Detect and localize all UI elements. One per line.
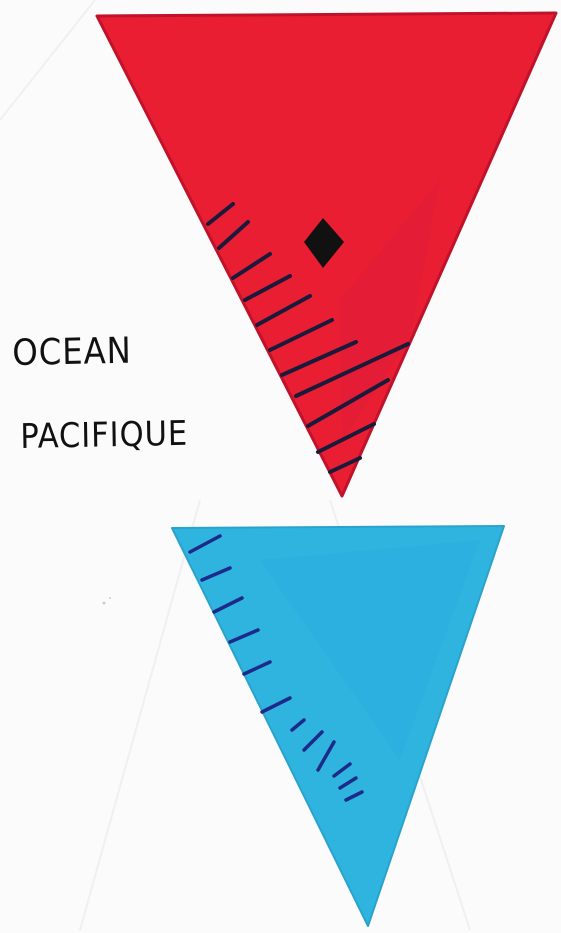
label-ocean: OCEAN bbox=[12, 334, 132, 372]
label-pacifique: PACIFIQUE bbox=[20, 417, 188, 454]
